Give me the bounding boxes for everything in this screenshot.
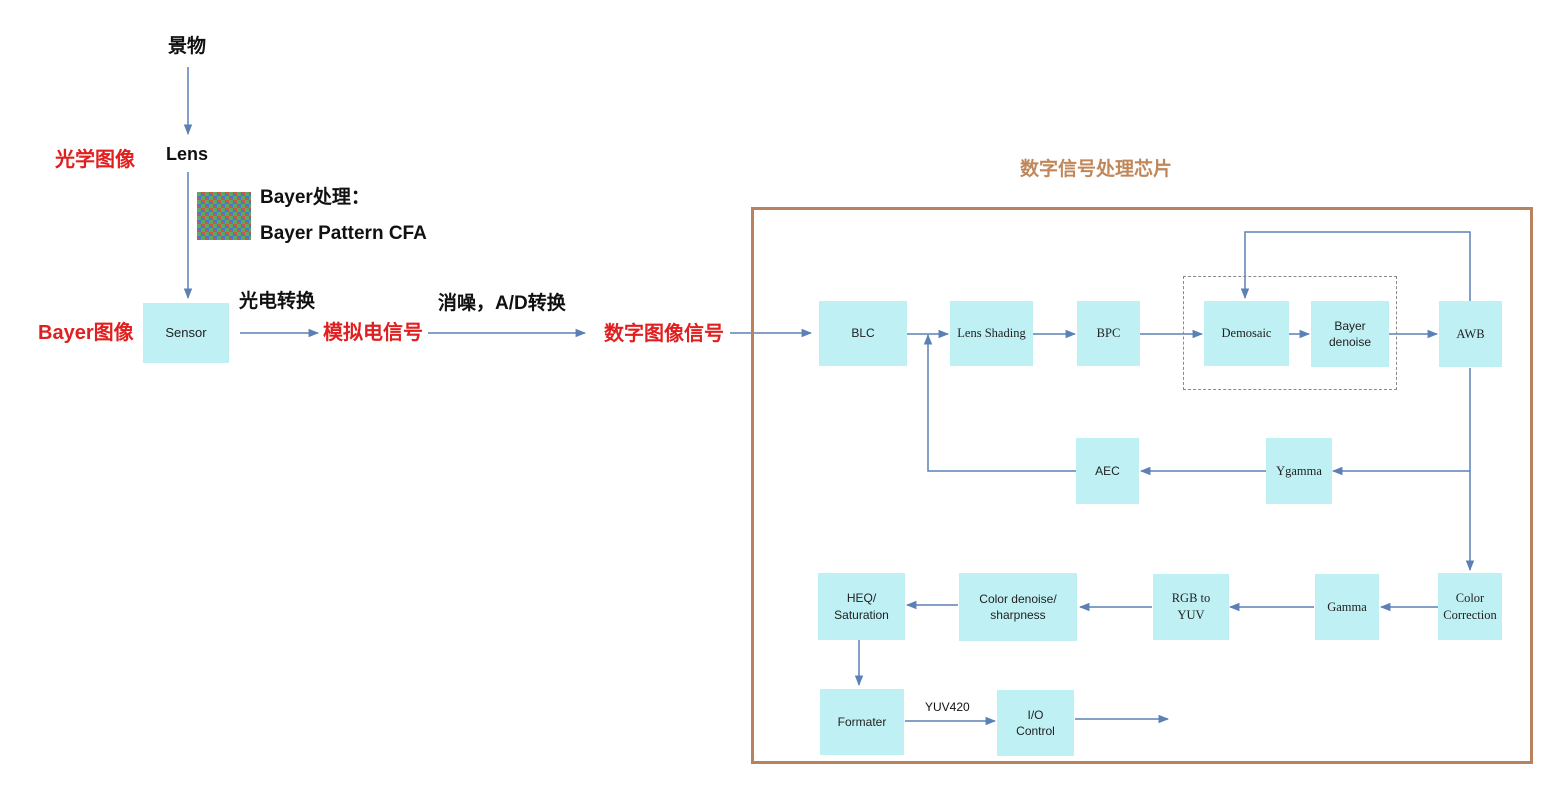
label-optical-image: 光学图像 [55, 149, 135, 171]
box-ygamma: Ygamma [1266, 438, 1332, 504]
box-heq-saturation: HEQ/ Saturation [818, 573, 905, 640]
label-scene: 景物 [168, 36, 207, 57]
label-dsp-title: 数字信号处理芯片 [1020, 159, 1173, 180]
label-denoise-ad: 消噪，A/D转换 [438, 293, 566, 314]
box-io-control: I/O Control [997, 690, 1074, 756]
label-analog-signal: 模拟电信号 [323, 322, 423, 344]
label-digital-image-signal: 数字图像信号 [604, 323, 724, 345]
arrow-awb-feedback-demosaic [1240, 231, 1471, 301]
box-bayer-denoise: Bayer denoise [1311, 301, 1389, 367]
box-color-correction: Color Correction [1438, 573, 1502, 640]
label-bayer-pattern-cfa: Bayer Pattern CFA [260, 223, 427, 244]
box-gamma: Gamma [1315, 574, 1379, 640]
label-yuv420: YUV420 [925, 700, 970, 714]
label-bayer-processing: Bayer处理： [260, 187, 370, 208]
label-photoelectric-conversion: 光电转换 [239, 291, 316, 312]
box-rgb-to-yuv: RGB to YUV [1153, 574, 1229, 640]
box-demosaic: Demosaic [1204, 301, 1289, 366]
box-aec: AEC [1076, 438, 1139, 504]
box-awb: AWB [1439, 301, 1502, 367]
arrow-aec-to-blc [923, 333, 1076, 472]
dsp-chip-frame [751, 207, 1533, 764]
bayer-cfa-pattern-icon [197, 192, 251, 240]
box-lens-shading: Lens Shading [950, 301, 1033, 366]
box-formater: Formater [820, 689, 904, 755]
label-lens: Lens [166, 144, 209, 164]
box-blc: BLC [819, 301, 907, 366]
box-sensor: Sensor [143, 303, 229, 363]
label-bayer-image: Bayer图像 [38, 322, 134, 344]
demosaic-group-dashed [1183, 276, 1397, 390]
box-color-denoise-sharpness: Color denoise/ sharpness [959, 573, 1077, 641]
box-bpc: BPC [1077, 301, 1140, 366]
